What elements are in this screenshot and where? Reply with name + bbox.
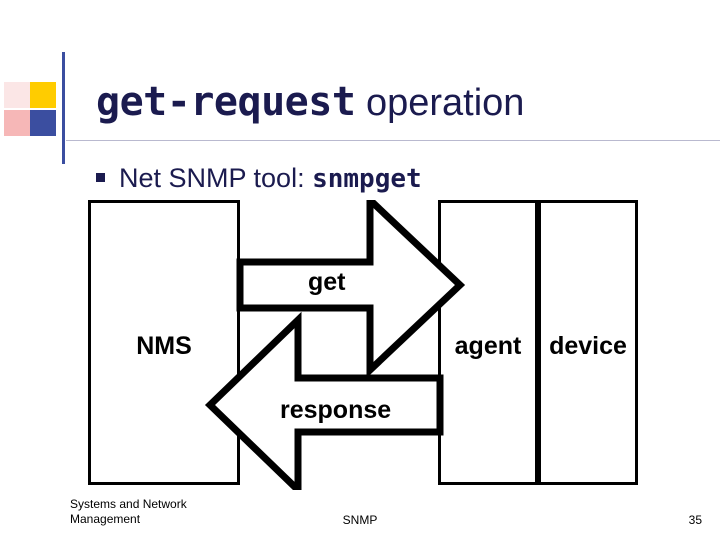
diagram-arrows [204,200,466,490]
bullet-marker-icon [96,173,105,182]
diagram-box-agent [438,200,538,485]
diagram-box-agent-label: agent [454,332,522,360]
decorative-corner-motif [0,52,96,164]
diagram-box-device [538,200,638,485]
diagram-box-nms [88,200,240,485]
slide-title: get-request operation [96,78,696,127]
slide-title-mono: get-request [96,79,356,125]
deco-vertical-line [62,52,65,164]
title-divider [66,140,720,141]
get-arrow-icon [236,200,466,379]
bullet-text-mono: snmpget [312,164,422,194]
diagram-box-device-label: device [549,332,627,360]
diagram-box-nms-label: NMS [136,332,192,360]
deco-block-pale [4,82,30,108]
footer-course-name-line2: Management [70,512,141,526]
slide-title-plain: operation [355,82,525,124]
footer-topic: SNMP [342,513,378,527]
bullet-text-plain: Net SNMP tool: [119,163,313,193]
snmp-flow-diagram: NMS agent device get response [80,200,640,490]
deco-block-blue [30,110,56,136]
response-arrow-label: response [280,396,392,424]
bullet-item-label: Net SNMP tool: snmpget [119,163,422,194]
footer-page-number: 35 [688,513,702,527]
deco-block-yellow [30,82,56,108]
footer-course-name: Systems and Network Management [70,497,187,527]
response-arrow-icon [204,311,444,490]
get-arrow-label: get [308,268,346,296]
footer-course-name-line1: Systems and Network [70,497,187,511]
deco-block-red [4,110,30,136]
bullet-item: Net SNMP tool: snmpget [96,163,422,194]
